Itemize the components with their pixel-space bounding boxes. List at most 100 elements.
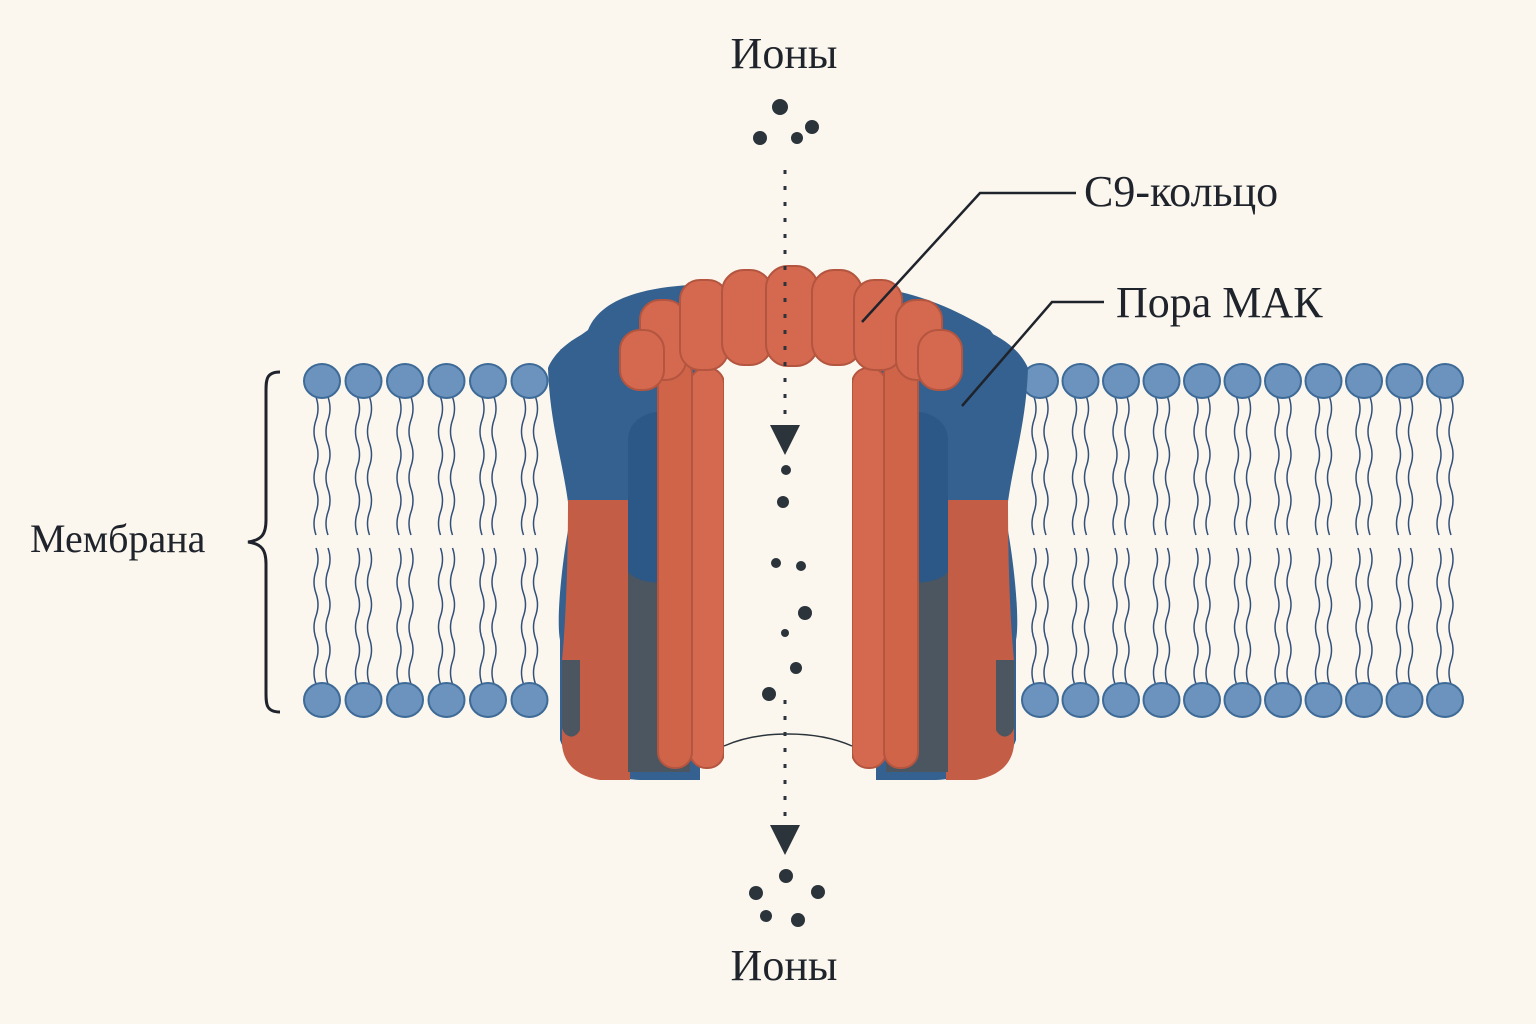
lipid-tail xyxy=(1326,547,1333,685)
lipid-tail xyxy=(1071,396,1078,536)
ion-dot xyxy=(762,687,776,701)
lipid-tail xyxy=(325,547,331,685)
lipid-head xyxy=(303,363,341,399)
ion-dot xyxy=(791,913,805,927)
lipid-head xyxy=(1345,682,1383,718)
ion-dot xyxy=(749,886,763,900)
lipid-head xyxy=(303,682,341,718)
lipid-tail xyxy=(1043,396,1049,536)
lipid-tail xyxy=(520,396,527,536)
pore-channel-bottom-edge xyxy=(723,733,853,747)
lipid-head xyxy=(1061,363,1100,399)
lipid-head xyxy=(344,682,383,718)
lipid-tail xyxy=(396,396,402,536)
lipid-tail xyxy=(1355,396,1361,536)
lipid-head xyxy=(1142,682,1181,718)
mac-pore-label: Пора МАК xyxy=(1116,278,1323,327)
c9-column-right-second xyxy=(883,357,919,769)
ions-bottom-label: Ионы xyxy=(731,941,838,990)
lipid-tail xyxy=(313,396,319,536)
lipid-tail xyxy=(1448,547,1454,685)
ion-dot xyxy=(781,465,791,475)
lipid-tail xyxy=(1152,396,1159,536)
lipid-tail xyxy=(1071,547,1078,685)
lipid-head xyxy=(1223,363,1262,399)
lipid-tail xyxy=(1448,396,1454,536)
lipid-tails-upper-leaflet xyxy=(313,396,1454,536)
lipid-tail xyxy=(1436,396,1442,536)
lipid-head xyxy=(1021,682,1059,718)
lipid-tail xyxy=(1233,396,1240,536)
lipid-head xyxy=(469,682,507,718)
lipid-tails-lower-leaflet xyxy=(313,547,1454,685)
lipid-tail xyxy=(1124,396,1130,536)
lipid-tail xyxy=(1124,547,1130,685)
mac-pore xyxy=(548,265,1028,780)
lipid-head xyxy=(1183,682,1221,718)
lipid-tail xyxy=(1112,396,1118,536)
lipid-tail xyxy=(1164,547,1171,685)
lipid-tail xyxy=(1367,396,1373,536)
c9-column-left-front xyxy=(689,367,725,769)
ion-dot xyxy=(777,496,789,508)
c9-segment xyxy=(853,279,903,371)
lipid-head xyxy=(1102,682,1140,718)
lipid-head xyxy=(386,363,424,399)
lipid-tail xyxy=(408,396,414,536)
lipid-bilayer xyxy=(303,363,1464,718)
lipid-head xyxy=(510,363,549,399)
lipid-head xyxy=(1426,682,1464,718)
c9-segment xyxy=(765,265,819,367)
c9-segment xyxy=(721,269,773,366)
lipid-head xyxy=(510,682,549,718)
lipid-head xyxy=(344,363,383,399)
ion-dot xyxy=(779,869,793,883)
lipid-head xyxy=(427,363,466,399)
lipid-tail xyxy=(408,547,414,685)
lipid-tail xyxy=(491,547,497,685)
lipid-tail xyxy=(437,396,444,536)
c9-segment xyxy=(679,279,729,371)
lipid-tail xyxy=(366,396,373,536)
lipid-tail xyxy=(396,547,402,685)
lipid-head xyxy=(1304,363,1343,399)
lipid-tail xyxy=(1274,547,1280,685)
c9-ring-leader-line xyxy=(861,191,1076,323)
ion-dot xyxy=(771,558,781,568)
ion-dot xyxy=(760,910,772,922)
lipid-tail xyxy=(479,396,485,536)
lipid-tail xyxy=(532,396,539,536)
c9-ring-crown xyxy=(619,265,963,391)
c9-segment xyxy=(917,329,963,391)
lipid-tail xyxy=(1152,547,1159,685)
lipid-tail xyxy=(1205,547,1211,685)
lipid-tail xyxy=(1436,547,1442,685)
lipid-tail xyxy=(366,547,373,685)
lipid-tail xyxy=(1367,547,1373,685)
lipid-tail xyxy=(1164,396,1171,536)
ion-flow xyxy=(749,99,825,927)
lipid-head xyxy=(469,363,507,399)
lipid-head xyxy=(1142,363,1181,399)
lipid-heads-lower-leaflet xyxy=(303,682,1464,718)
ions-top-label: Ионы xyxy=(731,29,838,78)
ion-dot xyxy=(753,131,767,145)
lipid-tail xyxy=(313,547,319,685)
lipid-head xyxy=(1223,682,1262,718)
c9-column-left-second xyxy=(657,357,693,769)
lipid-tail xyxy=(1112,547,1118,685)
lipid-head xyxy=(1385,682,1424,718)
ion-dot xyxy=(791,132,803,144)
lipid-tail xyxy=(1274,396,1280,536)
lipid-tail xyxy=(1043,547,1049,685)
pore-channel xyxy=(724,368,852,760)
c9-ring-label: C9-кольцо xyxy=(1084,167,1278,216)
lipid-head xyxy=(1264,682,1302,718)
lipid-tail xyxy=(1314,396,1321,536)
lipid-tail xyxy=(1245,547,1252,685)
lipid-tail xyxy=(1314,547,1321,685)
lipid-tail xyxy=(1395,396,1402,536)
mac-pore-left-bottom-cap xyxy=(562,660,580,737)
lipid-tail xyxy=(1083,396,1090,536)
